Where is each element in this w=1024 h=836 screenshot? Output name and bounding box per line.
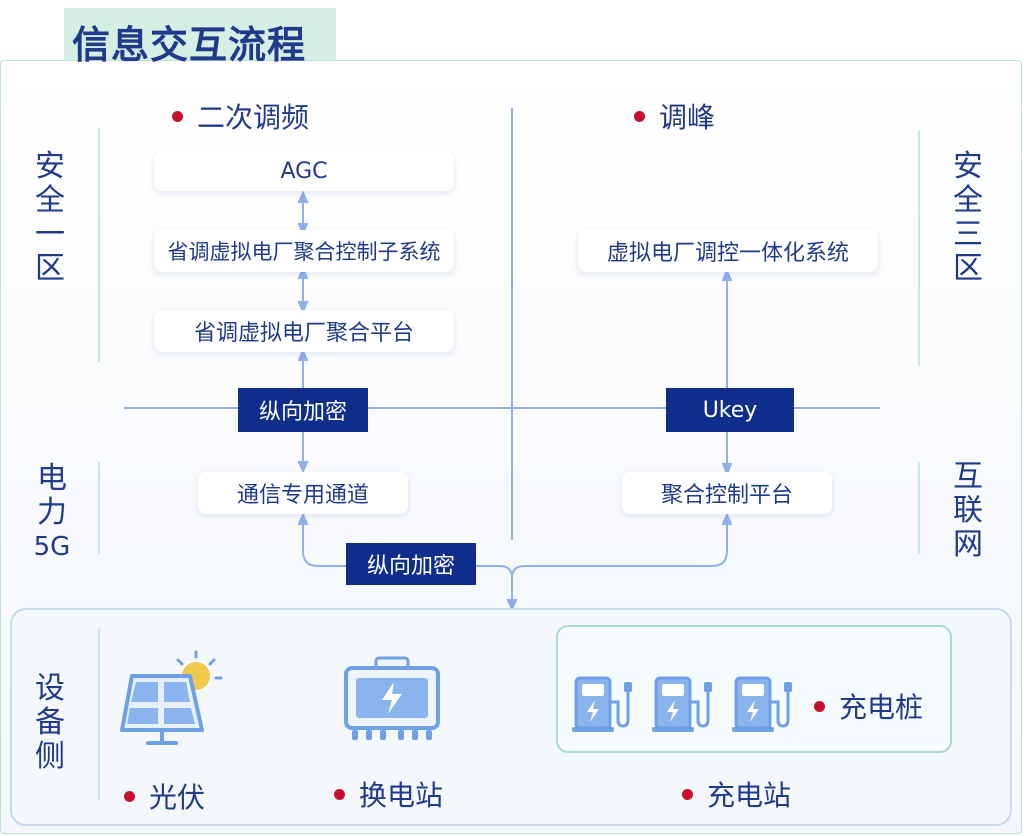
agc-box[interactable]: AGC: [154, 151, 454, 191]
zone-divider-left-mid: [98, 462, 100, 554]
label-charging-pile: 充电桩: [814, 686, 923, 726]
bullet-dot: [682, 788, 693, 800]
zone-divider-right-mid: [918, 462, 920, 554]
section-frequency-regulation: 二次调频: [172, 96, 309, 136]
label-photovoltaic: 光伏: [124, 776, 205, 816]
comm-channel-box[interactable]: 通信专用通道: [198, 472, 408, 514]
zone-divider-bottom: [98, 628, 100, 800]
zone-label-security-1: 安全一区: [35, 149, 65, 286]
zone-divider-right-top: [918, 130, 920, 366]
charging-pile-icon: [572, 676, 632, 732]
charging-pile-icon: [652, 676, 712, 732]
subsystem-box[interactable]: 省调虚拟电厂聚合控制子系统: [154, 230, 454, 272]
label-battery-swap-station: 换电站: [334, 774, 443, 814]
platform-box-left[interactable]: 省调虚拟电厂聚合平台: [154, 310, 454, 352]
bullet-dot: [124, 790, 135, 802]
bullet-dot: [814, 700, 825, 712]
bullet-dot: [172, 110, 183, 122]
bullet-dot: [634, 110, 645, 122]
label-charging-station: 充电站: [682, 774, 791, 814]
zone-divider-left-top: [98, 128, 100, 362]
zone-label-internet: 互联网: [953, 459, 983, 562]
platform-box-right[interactable]: 聚合控制平台: [622, 472, 832, 514]
vertical-encryption-bottom[interactable]: 纵向加密: [346, 543, 476, 585]
zone-label-security-3: 安全三区: [953, 149, 983, 286]
ukey-block[interactable]: Ukey: [666, 388, 794, 432]
battery-swap-icon: [344, 656, 440, 740]
integrated-system-box[interactable]: 虚拟电厂调控一体化系统: [578, 230, 878, 272]
page-title: 信息交互流程: [72, 23, 307, 67]
vertical-encryption-left[interactable]: 纵向加密: [238, 388, 368, 432]
charging-pile-icon: [732, 676, 792, 732]
solar-panel-icon: [120, 650, 223, 745]
section-peak-shaving: 调峰: [634, 96, 715, 136]
bullet-dot: [334, 788, 345, 800]
zone-label-device-side: 设备侧: [35, 671, 65, 774]
